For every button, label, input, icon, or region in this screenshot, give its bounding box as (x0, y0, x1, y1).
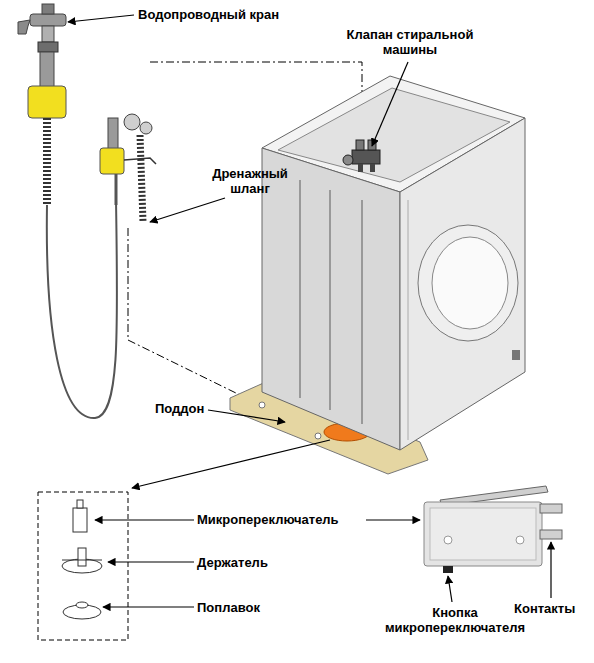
switch-housing (424, 502, 542, 566)
corrugated-hose (43, 118, 51, 205)
callout-label: Поплавок (197, 600, 317, 615)
callout-label: Дренажный шланг (205, 166, 295, 196)
tap-spout (42, 26, 54, 42)
side-groove (299, 180, 301, 398)
switch-lever (77, 500, 83, 508)
tray-hole (315, 433, 321, 439)
micro-switch-small (73, 500, 87, 532)
callout-label: Клапан стиральной машины (340, 27, 480, 57)
contact-tab (540, 530, 562, 539)
leader-arrow (372, 62, 408, 146)
side-groove (329, 190, 331, 410)
valve-outlet (358, 164, 363, 172)
holder-post (78, 548, 86, 566)
dash-dot-line (128, 228, 240, 395)
inlet-unit (28, 52, 117, 418)
drain-unit (100, 114, 156, 222)
inlet-connector (40, 52, 54, 88)
side-groove (361, 200, 363, 424)
switch-button (443, 566, 453, 573)
leader-arrow (108, 561, 194, 562)
callout-label: Микропереключатель (197, 512, 365, 527)
tray-hole (259, 402, 265, 408)
yellow-valve-box (28, 86, 66, 118)
leader-arrow (68, 15, 134, 22)
tap-wall-part (18, 20, 30, 34)
leader-arrow (103, 606, 194, 607)
callout-label: Поддон (155, 401, 225, 416)
holder-arm (62, 560, 102, 561)
hose-fitting (124, 114, 140, 130)
leader-arrow (448, 576, 452, 602)
contact-tab (540, 504, 562, 513)
mount-hole (444, 536, 452, 544)
float-knob (76, 602, 88, 608)
leader-arrow (150, 198, 225, 222)
switch-body (73, 508, 87, 532)
machine-front (400, 118, 525, 450)
callout-label: Водопроводный кран (138, 7, 308, 22)
micro-switch-photo (424, 486, 562, 573)
tap-handle (42, 4, 54, 14)
leader-arrow (550, 542, 551, 598)
inlet-hose (47, 200, 117, 418)
leader-arrow (95, 519, 194, 520)
leader-arrow (208, 410, 285, 422)
detail-frame (38, 492, 128, 640)
door-glass (432, 237, 508, 329)
machine-side (262, 148, 400, 450)
unit-pipe (108, 118, 118, 150)
valve-outlet (370, 164, 375, 172)
callout-label: Кнопка микропереключателя (380, 605, 530, 635)
drain-hose (140, 135, 143, 222)
mount-hole (516, 536, 524, 544)
inlet-valve (343, 140, 380, 172)
valve-inlet (343, 155, 353, 165)
callout-label: Контакты (514, 601, 594, 616)
leader-arrow (366, 519, 420, 520)
float (63, 602, 101, 619)
valve-body (352, 150, 380, 164)
door-ring (418, 225, 518, 341)
hose-fitting (140, 122, 152, 134)
tap-body (30, 14, 66, 26)
inlet-hose-end (115, 174, 118, 205)
yellow-valve-box (100, 148, 124, 174)
washing-machine (262, 76, 525, 450)
leader-lines (68, 15, 551, 607)
switch-face (430, 508, 536, 560)
holder (62, 548, 102, 573)
tap-nut (38, 42, 58, 52)
water-tap (18, 4, 66, 52)
leader-arrow (132, 440, 330, 488)
callout-label: Держатель (197, 555, 317, 570)
valve-coil (356, 140, 364, 150)
machine-foot-detail (512, 350, 520, 360)
front-edge (408, 200, 409, 440)
